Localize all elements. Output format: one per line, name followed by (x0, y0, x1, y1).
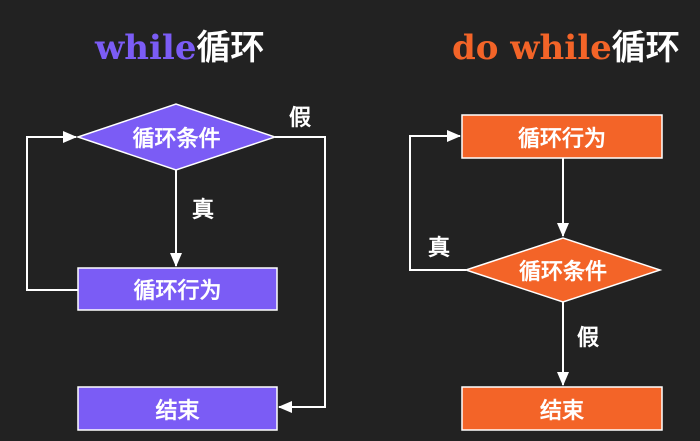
do-while-condition-label: 循环条件 (518, 260, 607, 285)
while-loop-back-arrow (26, 131, 78, 291)
do-while-body-label: 循环行为 (517, 126, 606, 152)
do-while-title-suffix: 循环 (611, 28, 680, 68)
do-while-title-keyword: do while (452, 28, 612, 68)
do-while-body-box (461, 114, 663, 159)
while-end-box (77, 386, 278, 431)
do-while-false-label: 假 (576, 326, 599, 351)
while-body-label: 循环行为 (133, 279, 222, 304)
while-title: while循环 (95, 26, 264, 70)
while-condition-label: 循环条件 (132, 127, 221, 152)
while-false-arrow (275, 136, 326, 413)
while-title-suffix: 循环 (196, 28, 265, 68)
do-while-true-arrow (409, 130, 466, 271)
do-while-end-label: 结束 (539, 398, 584, 424)
do-while-true-label: 真 (427, 236, 450, 261)
while-end-label: 结束 (155, 398, 200, 424)
while-title-keyword: while (95, 28, 197, 68)
while-true-label: 真 (191, 198, 214, 223)
do-while-end-box (461, 386, 663, 431)
do-while-title: do while循环 (452, 26, 680, 70)
do-while-condition-diamond (463, 237, 663, 303)
while-false-label: 假 (288, 106, 311, 131)
